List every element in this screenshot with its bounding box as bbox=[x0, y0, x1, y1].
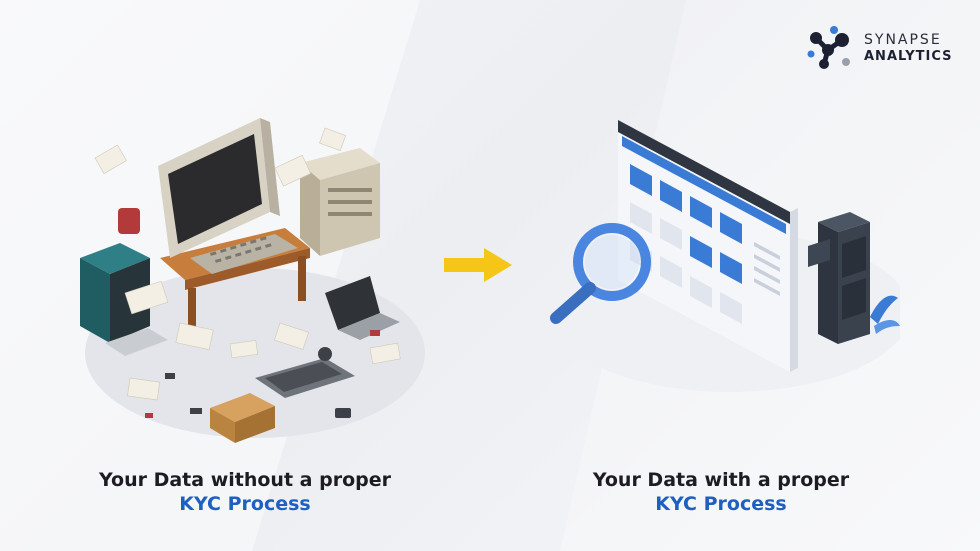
left-caption: Your Data without a proper KYC Process bbox=[65, 468, 425, 516]
organized-dashboard-icon bbox=[550, 120, 900, 392]
right-caption-line1: Your Data with a proper bbox=[592, 469, 850, 491]
brand-name-line1: SYNAPSE bbox=[864, 32, 942, 48]
right-caption: Your Data with a proper KYC Process bbox=[541, 468, 901, 516]
molecule-nodes-icon bbox=[807, 26, 850, 69]
left-caption-line2: KYC Process bbox=[179, 493, 311, 515]
cluttered-desk-icon bbox=[80, 118, 425, 443]
left-caption-line1: Your Data without a proper bbox=[99, 469, 391, 491]
brand-logo: SYNAPSE ANALYTICS bbox=[806, 24, 966, 72]
right-caption-line2: KYC Process bbox=[655, 493, 787, 515]
brand-name-line2: ANALYTICS bbox=[864, 49, 953, 64]
arrow-right-icon bbox=[444, 248, 512, 282]
